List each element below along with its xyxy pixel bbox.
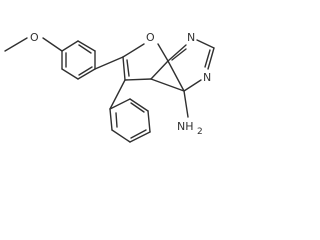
furan-oxygen-label: O bbox=[146, 31, 155, 44]
chemical-structure: O O N N NH 2 bbox=[4, 31, 215, 143]
amine-nh: NH bbox=[177, 120, 194, 133]
pyrimidine-n3-label: N bbox=[203, 71, 211, 84]
methoxy-oxygen-label: O bbox=[30, 31, 39, 44]
methyl-bond bbox=[4, 37, 28, 52]
aryl-furan-bond bbox=[94, 56, 124, 70]
phenyl-furan-bond bbox=[109, 79, 126, 110]
pyrimidine-ring bbox=[150, 39, 215, 92]
methoxyphenyl-ring bbox=[61, 40, 96, 80]
furan-ring bbox=[122, 43, 169, 81]
phenyl-ring bbox=[109, 98, 151, 143]
amine-subscript: 2 bbox=[197, 127, 203, 137]
methoxy-o-ring-bond bbox=[42, 37, 63, 52]
amine-bond bbox=[183, 90, 189, 118]
amine-label: NH 2 bbox=[177, 120, 203, 137]
pyrimidine-n1-label: N bbox=[187, 31, 195, 44]
